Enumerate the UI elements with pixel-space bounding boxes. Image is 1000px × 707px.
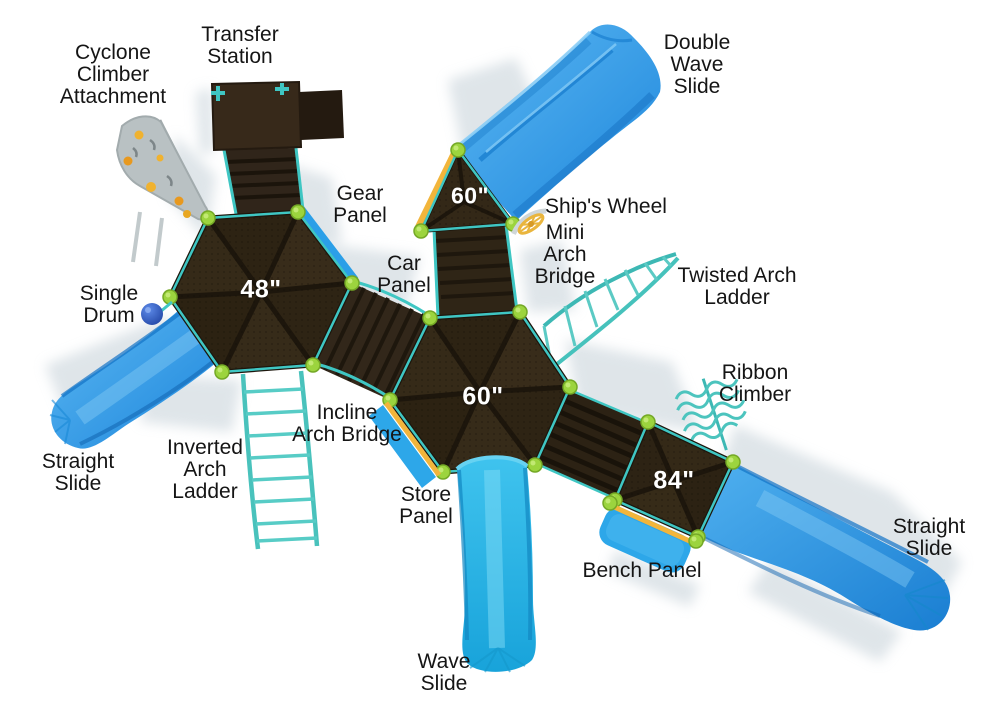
deck-60-center <box>382 304 578 480</box>
deck-size-48: 48" <box>240 275 282 304</box>
mini-arch-bridge <box>432 224 519 318</box>
store-panel <box>369 401 442 488</box>
straight-slide-left <box>49 308 218 449</box>
deck-60-top <box>413 142 521 239</box>
label-wave-slide: Wave Slide <box>417 650 471 695</box>
deck-84 <box>607 414 741 545</box>
label-ribbon-climber: Ribbon Climber <box>718 361 792 406</box>
deck-size-60-top: 60" <box>451 182 489 209</box>
ships-wheel <box>511 208 547 235</box>
straight-slide-right <box>701 464 951 631</box>
deck-size-60-center: 60" <box>462 382 504 411</box>
label-cyclone-climber: Cyclone Climber Attachment <box>59 41 167 108</box>
label-store-panel: Store Panel <box>399 483 453 528</box>
label-straight-slide-left: Straight Slide <box>41 450 115 495</box>
incline-arch-bridge <box>312 279 431 400</box>
single-drum <box>141 300 173 325</box>
label-ships-wheel: Ship's Wheel <box>545 195 667 218</box>
label-twisted-arch-ladder: Twisted Arch Ladder <box>677 264 797 309</box>
ribbon-climber <box>674 378 747 451</box>
label-mini-arch-bridge: Mini Arch Bridge <box>534 221 596 288</box>
inverted-arch-ladder <box>240 370 320 550</box>
deck-size-84: 84" <box>653 466 695 495</box>
stairs-to-84 <box>536 388 649 501</box>
label-single-drum: Single Drum <box>79 282 139 327</box>
transfer-station <box>210 80 344 215</box>
cyclone-climber-attachment <box>115 115 210 267</box>
label-gear-panel: Gear Panel <box>333 182 387 227</box>
label-inverted-arch-ladder: Inverted Arch Ladder <box>167 436 243 503</box>
label-bench-panel: Bench Panel <box>582 559 702 582</box>
deck-48 <box>162 204 360 380</box>
bench-panel <box>599 495 704 573</box>
label-incline-arch-bridge: Incline Arch Bridge <box>292 401 402 446</box>
double-wave-slide <box>452 24 661 221</box>
label-car-panel: Car Panel <box>377 252 431 297</box>
label-transfer-station: Transfer Station <box>201 23 279 68</box>
label-double-wave-slide: Double Wave Slide <box>663 31 731 98</box>
wave-slide <box>455 455 536 673</box>
label-straight-slide-right: Straight Slide <box>892 515 966 560</box>
twisted-arch-ladder <box>542 252 680 370</box>
